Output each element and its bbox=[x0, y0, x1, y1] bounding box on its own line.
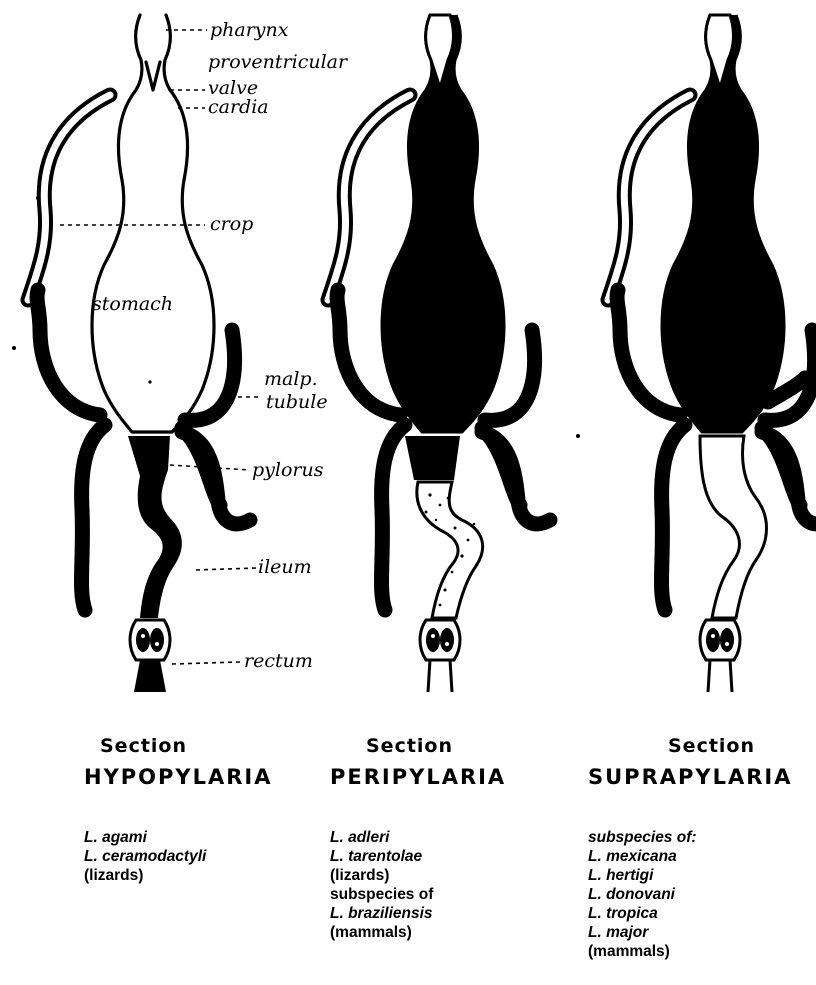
section-suprapylaria: Section SUPRAPYLARIA bbox=[588, 735, 812, 789]
gut-peripylaria bbox=[328, 15, 550, 692]
label-pharynx: pharynx bbox=[210, 19, 289, 41]
section-word: Section bbox=[330, 735, 520, 757]
species-item: L. mexicana bbox=[588, 847, 697, 866]
label-pylorus: pylorus bbox=[252, 459, 324, 481]
gut-diagram: pharynx proventricular valve cardia crop… bbox=[0, 0, 816, 700]
label-crop: crop bbox=[210, 213, 253, 235]
species-item: subspecies of: bbox=[588, 828, 697, 847]
species-item: (mammals) bbox=[330, 923, 433, 942]
species-item: L. major bbox=[588, 923, 697, 942]
species-list-suprapylaria: subspecies of: L. mexicana L. hertigi L.… bbox=[588, 828, 697, 961]
section-name: PERIPYLARIA bbox=[330, 765, 520, 789]
section-word: Section bbox=[588, 735, 812, 757]
species-item: L. braziliensis bbox=[330, 904, 433, 923]
label-stomach: stomach bbox=[92, 293, 173, 315]
anatomy-labels: pharynx proventricular valve cardia crop… bbox=[60, 19, 349, 672]
species-item: (lizards) bbox=[84, 866, 206, 885]
section-hypopylaria: Section HYPOPYLARIA bbox=[84, 735, 274, 789]
species-item: (lizards) bbox=[330, 866, 433, 885]
species-item: L. ceramodactyli bbox=[84, 847, 206, 866]
section-name: HYPOPYLARIA bbox=[84, 765, 274, 789]
label-tubule: tubule bbox=[266, 391, 328, 413]
label-cardia: cardia bbox=[208, 96, 269, 118]
label-ileum: ileum bbox=[258, 556, 312, 578]
label-proventricular: proventricular bbox=[208, 51, 349, 73]
species-item: L. hertigi bbox=[588, 866, 697, 885]
species-item: subspecies of bbox=[330, 885, 433, 904]
species-item: (mammals) bbox=[588, 942, 697, 961]
section-peripylaria: Section PERIPYLARIA bbox=[330, 735, 520, 789]
species-item: L. donovani bbox=[588, 885, 697, 904]
species-item: L. tarentolae bbox=[330, 847, 433, 866]
section-word: Section bbox=[84, 735, 274, 757]
species-item: L. adleri bbox=[330, 828, 433, 847]
label-malp: malp. bbox=[264, 368, 318, 390]
species-list-peripylaria: L. adleri L. tarentolae (lizards) subspe… bbox=[330, 828, 433, 942]
species-item: L. tropica bbox=[588, 904, 697, 923]
label-rectum: rectum bbox=[244, 650, 313, 672]
gut-suprapylaria bbox=[608, 15, 816, 692]
section-name: SUPRAPYLARIA bbox=[588, 765, 812, 789]
species-item: L. agami bbox=[84, 828, 206, 847]
species-list-hypopylaria: L. agami L. ceramodactyli (lizards) bbox=[84, 828, 206, 885]
